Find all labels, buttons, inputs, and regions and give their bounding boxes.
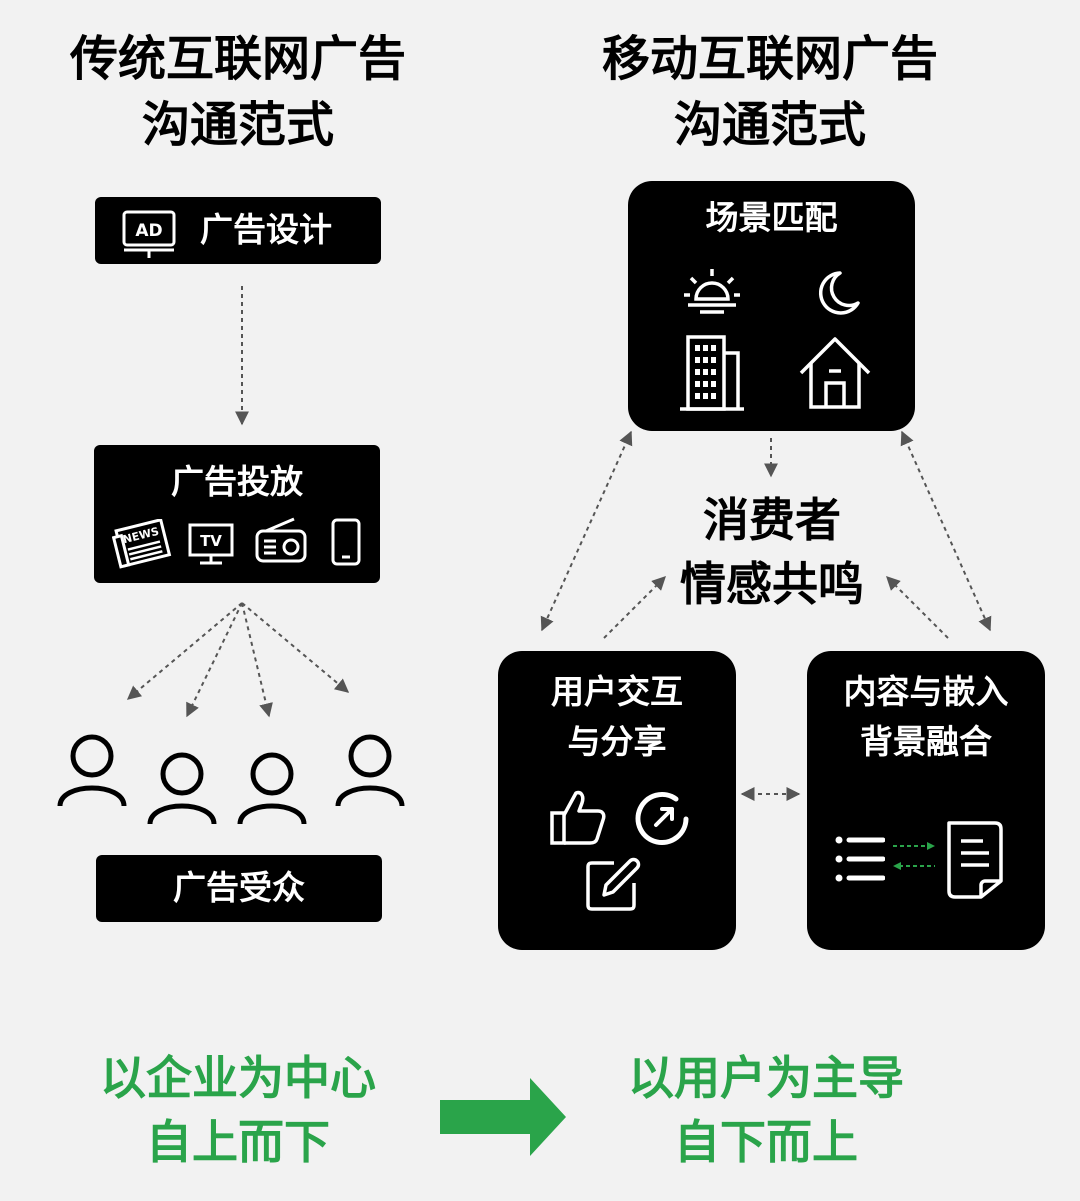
content-fusion-title: 内容与嵌入 背景融合 <box>807 667 1045 767</box>
left-heading-line1: 传统互联网广告 <box>69 31 406 87</box>
left-heading-line2: 沟通范式 <box>141 97 334 153</box>
edit-icon <box>586 857 641 911</box>
document-icon <box>947 821 1003 899</box>
house-icon <box>799 337 871 409</box>
arrow-scene-interaction <box>540 430 633 632</box>
big-arrow-icon <box>440 1078 566 1156</box>
ad-monitor-icon: AD <box>122 210 176 258</box>
list-icon <box>835 836 885 882</box>
thumbs-up-icon <box>550 790 606 845</box>
person-icon <box>57 734 127 807</box>
newspaper-icon: NEWS <box>112 519 172 569</box>
ad-delivery-label: 广告投放 <box>171 462 303 501</box>
right-slogan: 以用户为主导 自下而上 <box>566 1046 966 1174</box>
scene-match-box: 场景匹配 <box>628 181 915 431</box>
content-fusion-box: 内容与嵌入 背景融合 <box>807 651 1045 950</box>
left-slogan-line2: 自上而下 <box>146 1115 330 1169</box>
scene-match-label: 场景匹配 <box>705 198 838 237</box>
user-interaction-line1: 用户交互 <box>551 672 683 711</box>
right-heading-line1: 移动互联网广告 <box>601 31 938 87</box>
moon-icon <box>819 271 860 315</box>
left-heading: 传统互联网广告 沟通范式 <box>40 26 436 158</box>
arrow-delivery-to-person-2 <box>186 602 243 718</box>
radio-icon <box>255 517 307 563</box>
right-slogan-line1: 以用户为主导 <box>628 1051 904 1105</box>
user-interaction-box: 用户交互 与分享 <box>498 651 736 950</box>
user-interaction-title: 用户交互 与分享 <box>498 667 736 767</box>
left-slogan: 以企业为中心 自上而下 <box>40 1046 436 1174</box>
exchange-arrows-icon <box>893 842 935 870</box>
ad-icon-text: AD <box>135 221 162 241</box>
person-icon <box>237 752 307 825</box>
person-icon <box>147 752 217 825</box>
phone-icon <box>331 518 361 566</box>
person-icon <box>335 734 405 807</box>
tv-icon-text: TV <box>200 532 222 550</box>
consumer-emotion-line1: 消费者 <box>703 493 841 547</box>
ad-design-box: AD 广告设计 <box>95 197 381 264</box>
building-icon <box>680 335 744 411</box>
ad-delivery-box: 广告投放 NEWS TV <box>94 445 380 583</box>
user-interaction-line2: 与分享 <box>567 722 667 761</box>
right-heading-line2: 沟通范式 <box>673 97 866 153</box>
arrow-delivery-to-person-3 <box>241 602 273 718</box>
left-slogan-line1: 以企业为中心 <box>100 1051 376 1105</box>
consumer-emotion: 消费者 情感共鸣 <box>640 488 904 616</box>
right-slogan-line2: 自下而上 <box>674 1115 858 1169</box>
arrow-delivery-to-person-1 <box>126 602 243 700</box>
content-fusion-line2: 背景融合 <box>860 722 992 761</box>
content-fusion-line1: 内容与嵌入 <box>843 672 1009 711</box>
ad-audience-label: 广告受众 <box>173 868 305 907</box>
ad-audience-box: 广告受众 <box>96 855 382 922</box>
arrow-scene-content <box>900 430 992 632</box>
ad-design-label: 广告设计 <box>200 210 332 249</box>
arrow-delivery-to-person-4 <box>241 602 350 693</box>
right-heading: 移动互联网广告 沟通范式 <box>572 26 968 158</box>
tv-icon: TV <box>188 523 234 565</box>
sunrise-icon <box>684 269 740 314</box>
consumer-emotion-line2: 情感共鸣 <box>680 557 864 611</box>
share-icon <box>635 792 689 845</box>
